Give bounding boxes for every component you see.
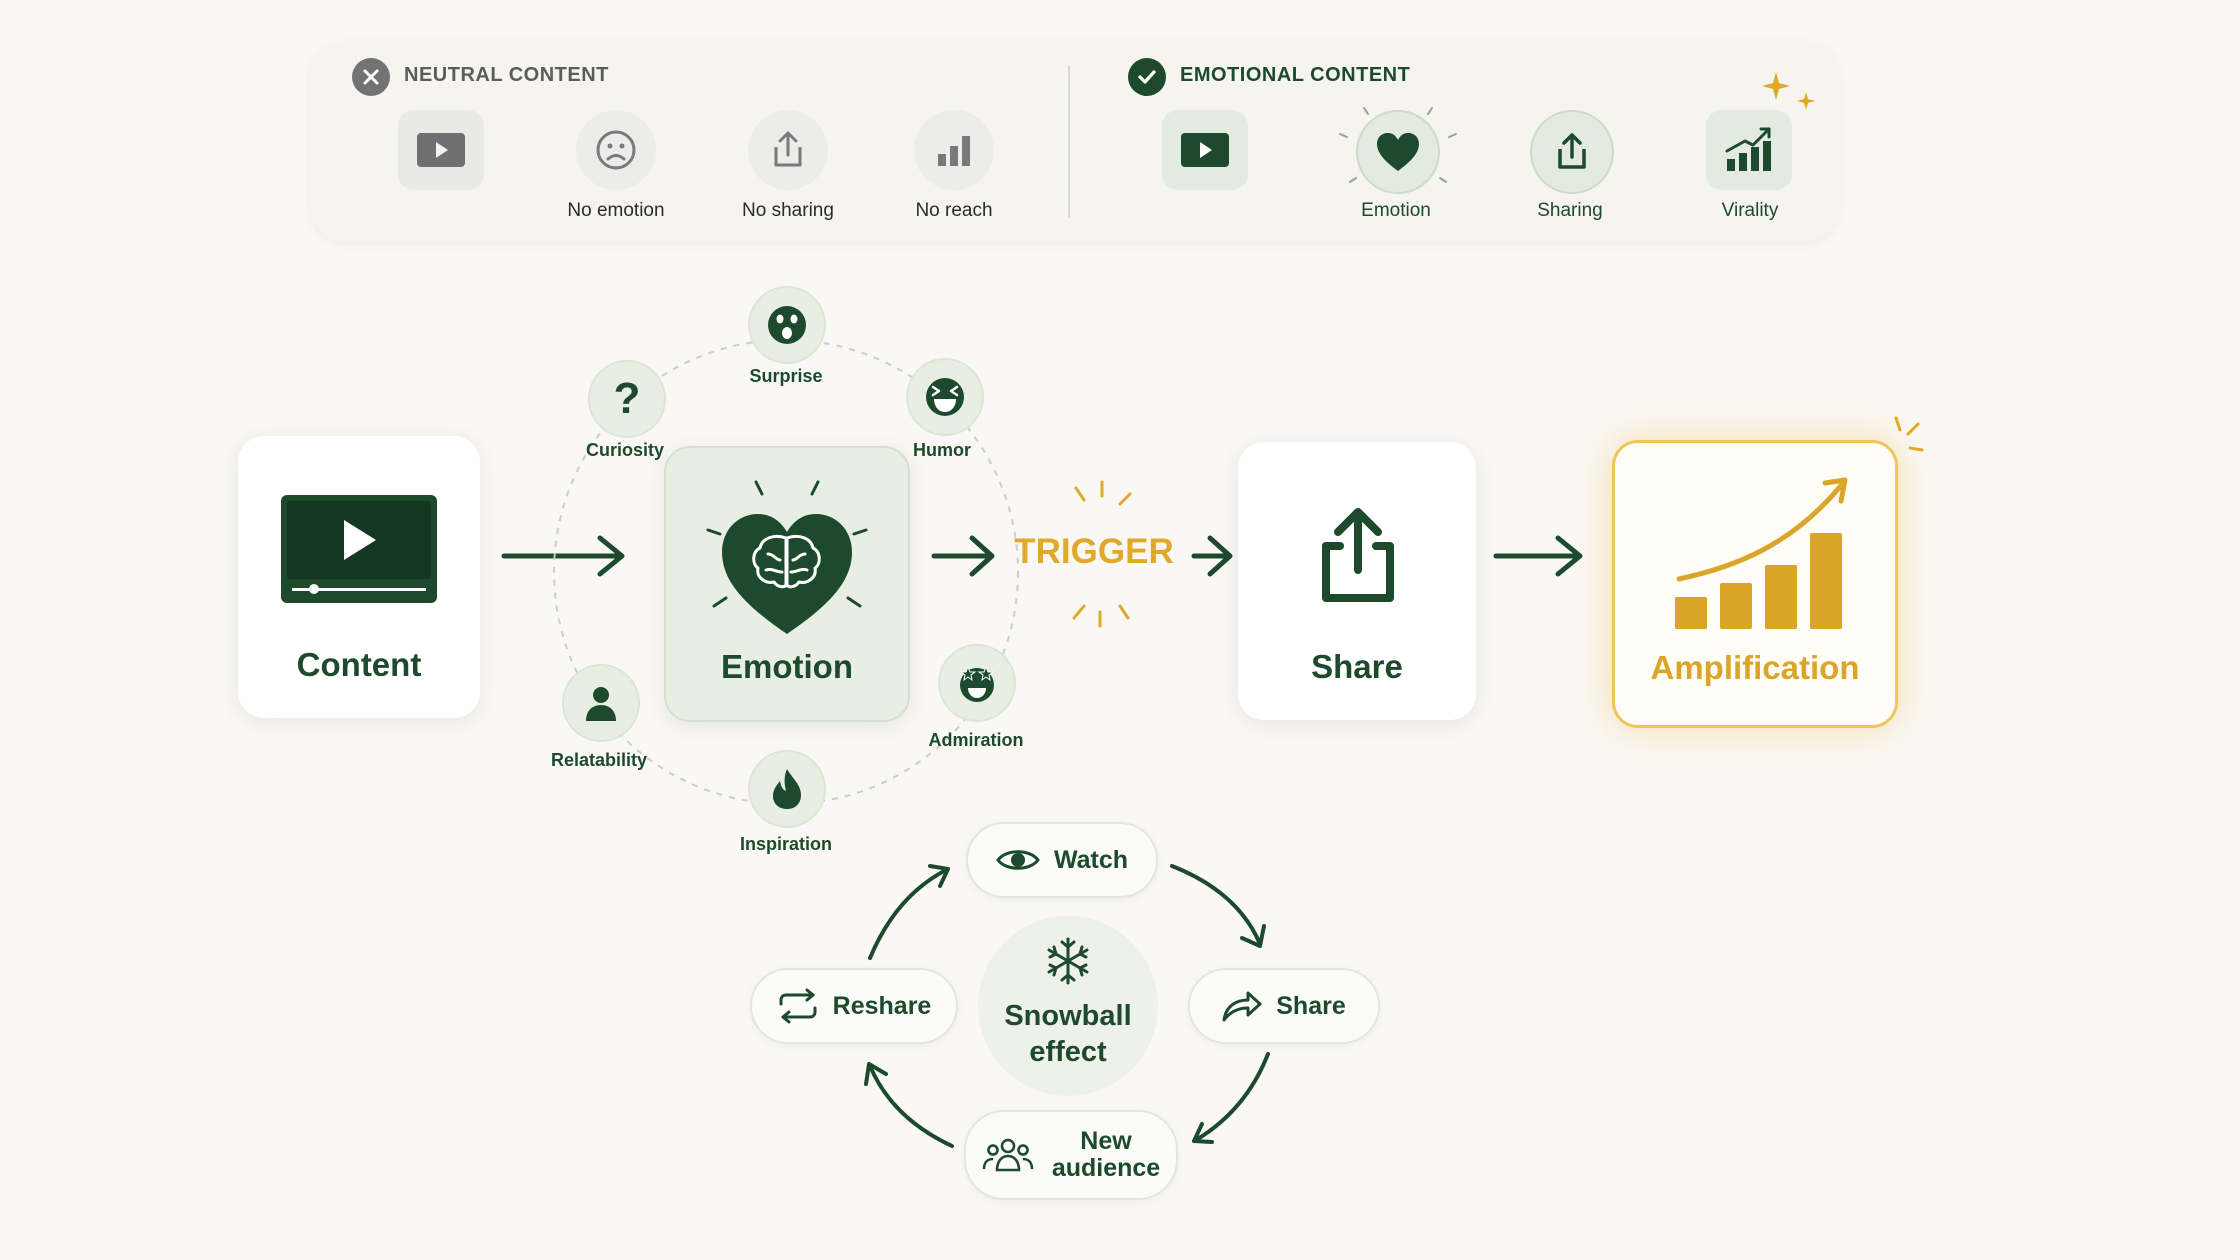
new-audience-label: New audience (1052, 1128, 1160, 1182)
neutral-reach-label: No reach (915, 200, 993, 221)
amplification-label: Amplification (1650, 649, 1860, 686)
share-pill: Share (1188, 968, 1380, 1044)
relatability-disc (562, 664, 640, 742)
share-icon (1322, 508, 1394, 602)
snowball-center: Snowball effect (978, 916, 1158, 1096)
amplification-sparks (1894, 416, 1924, 452)
neutral-emotion-label: No emotion (567, 200, 665, 221)
comparison-divider (1068, 66, 1070, 218)
play-icon (1181, 133, 1229, 167)
snowball-cycle-arrows (864, 864, 1270, 1148)
emotional-share-disc (1530, 110, 1614, 194)
repeat-icon (779, 988, 817, 1024)
emotional-emotion-disc (1356, 110, 1440, 194)
neutral-reach-disc (914, 110, 994, 190)
share-card: Share (1238, 442, 1476, 720)
watch-pill: Watch (966, 822, 1158, 898)
curiosity-label: Curiosity (585, 440, 664, 460)
snowball-line-1: Snowball (1004, 1000, 1132, 1032)
emotion-card: Emotion (664, 446, 910, 722)
star-eyes-icon (959, 665, 995, 702)
play-icon (417, 133, 465, 167)
neutral-emotion-disc (576, 110, 656, 190)
surprise-icon (768, 306, 806, 344)
sparkle-icon (1762, 72, 1815, 110)
video-screen-icon (281, 495, 437, 603)
amplification-chart-icon (1675, 477, 1848, 629)
surprise-label: Surprise (749, 366, 823, 386)
humor-icon (926, 378, 964, 416)
group-icon (982, 1138, 1034, 1172)
sad-face-icon (596, 130, 636, 170)
emotional-play-tile (1162, 110, 1248, 190)
new-audience-line-1: New (1080, 1127, 1132, 1155)
growth-chart-icon (1725, 127, 1771, 171)
emotional-share-label: Sharing (1537, 200, 1603, 221)
check-icon (1128, 58, 1166, 96)
new-audience-pill: New audience (964, 1110, 1178, 1200)
trigger-sparks (1072, 480, 1132, 628)
neutral-play-tile (398, 110, 484, 190)
share-label: Share (1311, 648, 1403, 685)
emotional-header: EMOTIONAL CONTENT (1180, 64, 1411, 86)
content-label: Content (296, 646, 422, 683)
share-icon (774, 131, 802, 167)
admiration-disc (938, 644, 1016, 722)
emotional-virality-tile (1706, 110, 1792, 190)
forward-arrow-icon (1222, 991, 1262, 1022)
reshare-label: Reshare (832, 991, 932, 1020)
eye-icon (996, 850, 1040, 870)
new-audience-line-2: audience (1051, 1154, 1161, 1182)
relatability-label: Relatability (550, 750, 648, 770)
snowflake-icon (1047, 937, 1089, 985)
question-mark-icon: ? (613, 374, 641, 423)
neutral-header: NEUTRAL CONTENT (404, 64, 609, 86)
share-icon (1558, 133, 1586, 169)
surprise-disc (748, 286, 826, 364)
reshare-pill: Reshare (750, 968, 958, 1044)
main-flow-arrows (501, 535, 1583, 577)
emotion-label: Emotion (721, 648, 853, 685)
heart-icon (1377, 133, 1419, 171)
watch-label: Watch (1053, 845, 1129, 874)
inspiration-label: Inspiration (739, 834, 832, 854)
snowball-line-2: effect (1029, 1036, 1107, 1068)
admiration-label: Admiration (928, 730, 1024, 750)
flame-icon (773, 769, 801, 809)
snowball-label: Snowball effect (978, 998, 1158, 1070)
neutral-share-label: No sharing (742, 200, 834, 221)
inspiration-disc (748, 750, 826, 828)
heart-brain-icon (706, 480, 868, 634)
cross-icon (352, 58, 390, 96)
share-pill-label: Share (1276, 991, 1346, 1020)
bar-chart-icon (938, 136, 970, 166)
humor-disc (906, 358, 984, 436)
emotional-emotion-label: Emotion (1361, 200, 1431, 221)
trigger-label: TRIGGER (1014, 532, 1174, 571)
neutral-share-disc (748, 110, 828, 190)
content-card: Content (238, 436, 480, 718)
person-icon (586, 687, 616, 721)
curiosity-disc: ? (588, 360, 666, 438)
humor-label: Humor (913, 440, 971, 460)
emotion-rays-icon (1339, 107, 1457, 183)
emotional-virality-label: Virality (1721, 200, 1779, 221)
amplification-card: Amplification (1612, 440, 1898, 728)
